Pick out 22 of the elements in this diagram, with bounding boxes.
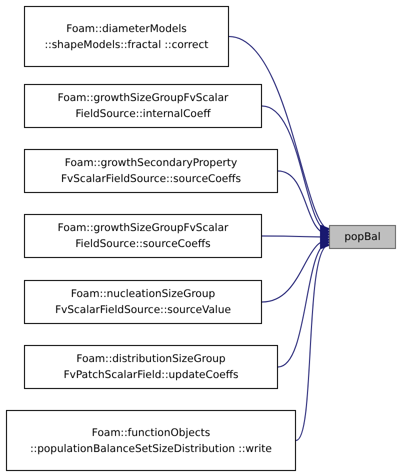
function-name: Foam::nucleationSizeGroup FvScalarFieldSource::sourceValue bbox=[54, 287, 232, 318]
function-name: Foam::distributionSizeGroup FvPatchScalarField::updateCoeffs bbox=[62, 352, 240, 383]
function-name: Foam::functionObjects ::populationBalanceSetSizeDistribution ::write bbox=[29, 426, 273, 456]
arrow bbox=[228, 36, 330, 230]
function-name: Foam::growthSizeGroupFvScalar FieldSource::internalCoeff bbox=[56, 91, 230, 122]
function-name: popBal bbox=[343, 230, 382, 245]
function-box bbox=[6, 410, 296, 471]
function-box bbox=[24, 149, 278, 193]
function-name: Foam::growthSecondaryProperty FvScalarFieldSource::sourceCoeffs bbox=[60, 156, 242, 187]
function-name: Foam::growthSizeGroupFvScalar FieldSource::sourceCoeffs bbox=[56, 221, 230, 252]
arrow bbox=[262, 106, 330, 233]
arrow bbox=[278, 170, 330, 237]
function-box bbox=[24, 280, 262, 324]
function-box bbox=[24, 345, 278, 389]
function-box bbox=[24, 214, 262, 258]
function-box bbox=[24, 6, 229, 67]
arrow bbox=[278, 241, 330, 368]
function-name: Foam::diameterModels ::shapeModels::fractal ::correct bbox=[44, 22, 210, 52]
function-box bbox=[24, 84, 262, 128]
arrow bbox=[296, 244, 330, 441]
function-box-highlighted bbox=[329, 225, 396, 249]
arrow bbox=[262, 237, 330, 302]
